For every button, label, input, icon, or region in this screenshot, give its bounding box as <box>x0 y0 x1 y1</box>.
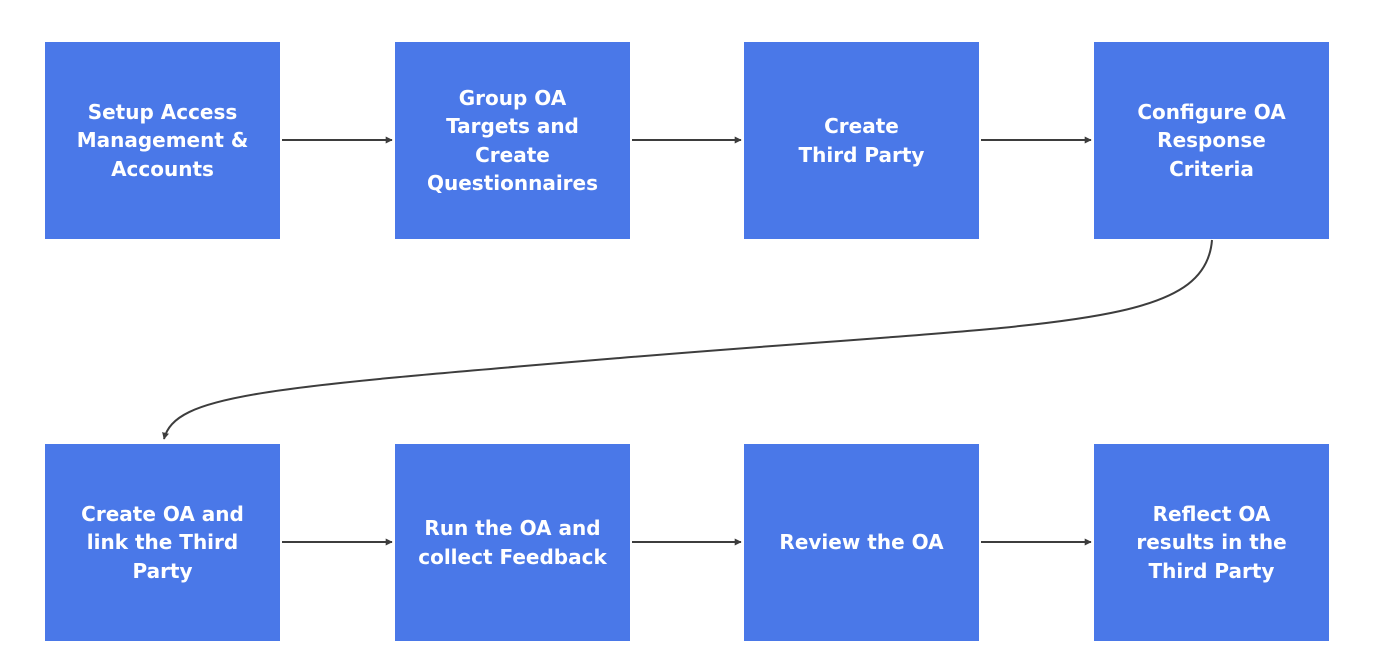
step-create-oa-link-third-party: Create OA and link the Third Party <box>45 444 280 641</box>
step-label: Create OA and link the Third Party <box>81 501 244 583</box>
step-review-oa: Review the OA <box>744 444 979 641</box>
step-configure-oa-response: Configure OA Response Criteria <box>1094 42 1329 239</box>
step-label: Configure OA Response Criteria <box>1137 99 1286 181</box>
step-label: Reflect OA results in the Third Party <box>1136 501 1287 583</box>
step-label: Review the OA <box>779 530 944 555</box>
step-label: Group OA Targets and Create Questionnair… <box>426 85 599 196</box>
step-group-oa-targets: Group OA Targets and Create Questionnair… <box>395 42 630 239</box>
step-label: Create Third Party <box>798 114 925 167</box>
step-run-oa-collect-feedback: Run the OA and collect Feedback <box>395 444 630 641</box>
step-reflect-oa-results: Reflect OA results in the Third Party <box>1094 444 1329 641</box>
step-create-third-party: Create Third Party <box>744 42 979 239</box>
arrow-step4-to-step5 <box>162 239 1213 440</box>
step-label: Setup Access Management & Accounts <box>76 99 249 181</box>
step-setup-access-management: Setup Access Management & Accounts <box>45 42 280 239</box>
step-label: Run the OA and collect Feedback <box>418 516 607 569</box>
